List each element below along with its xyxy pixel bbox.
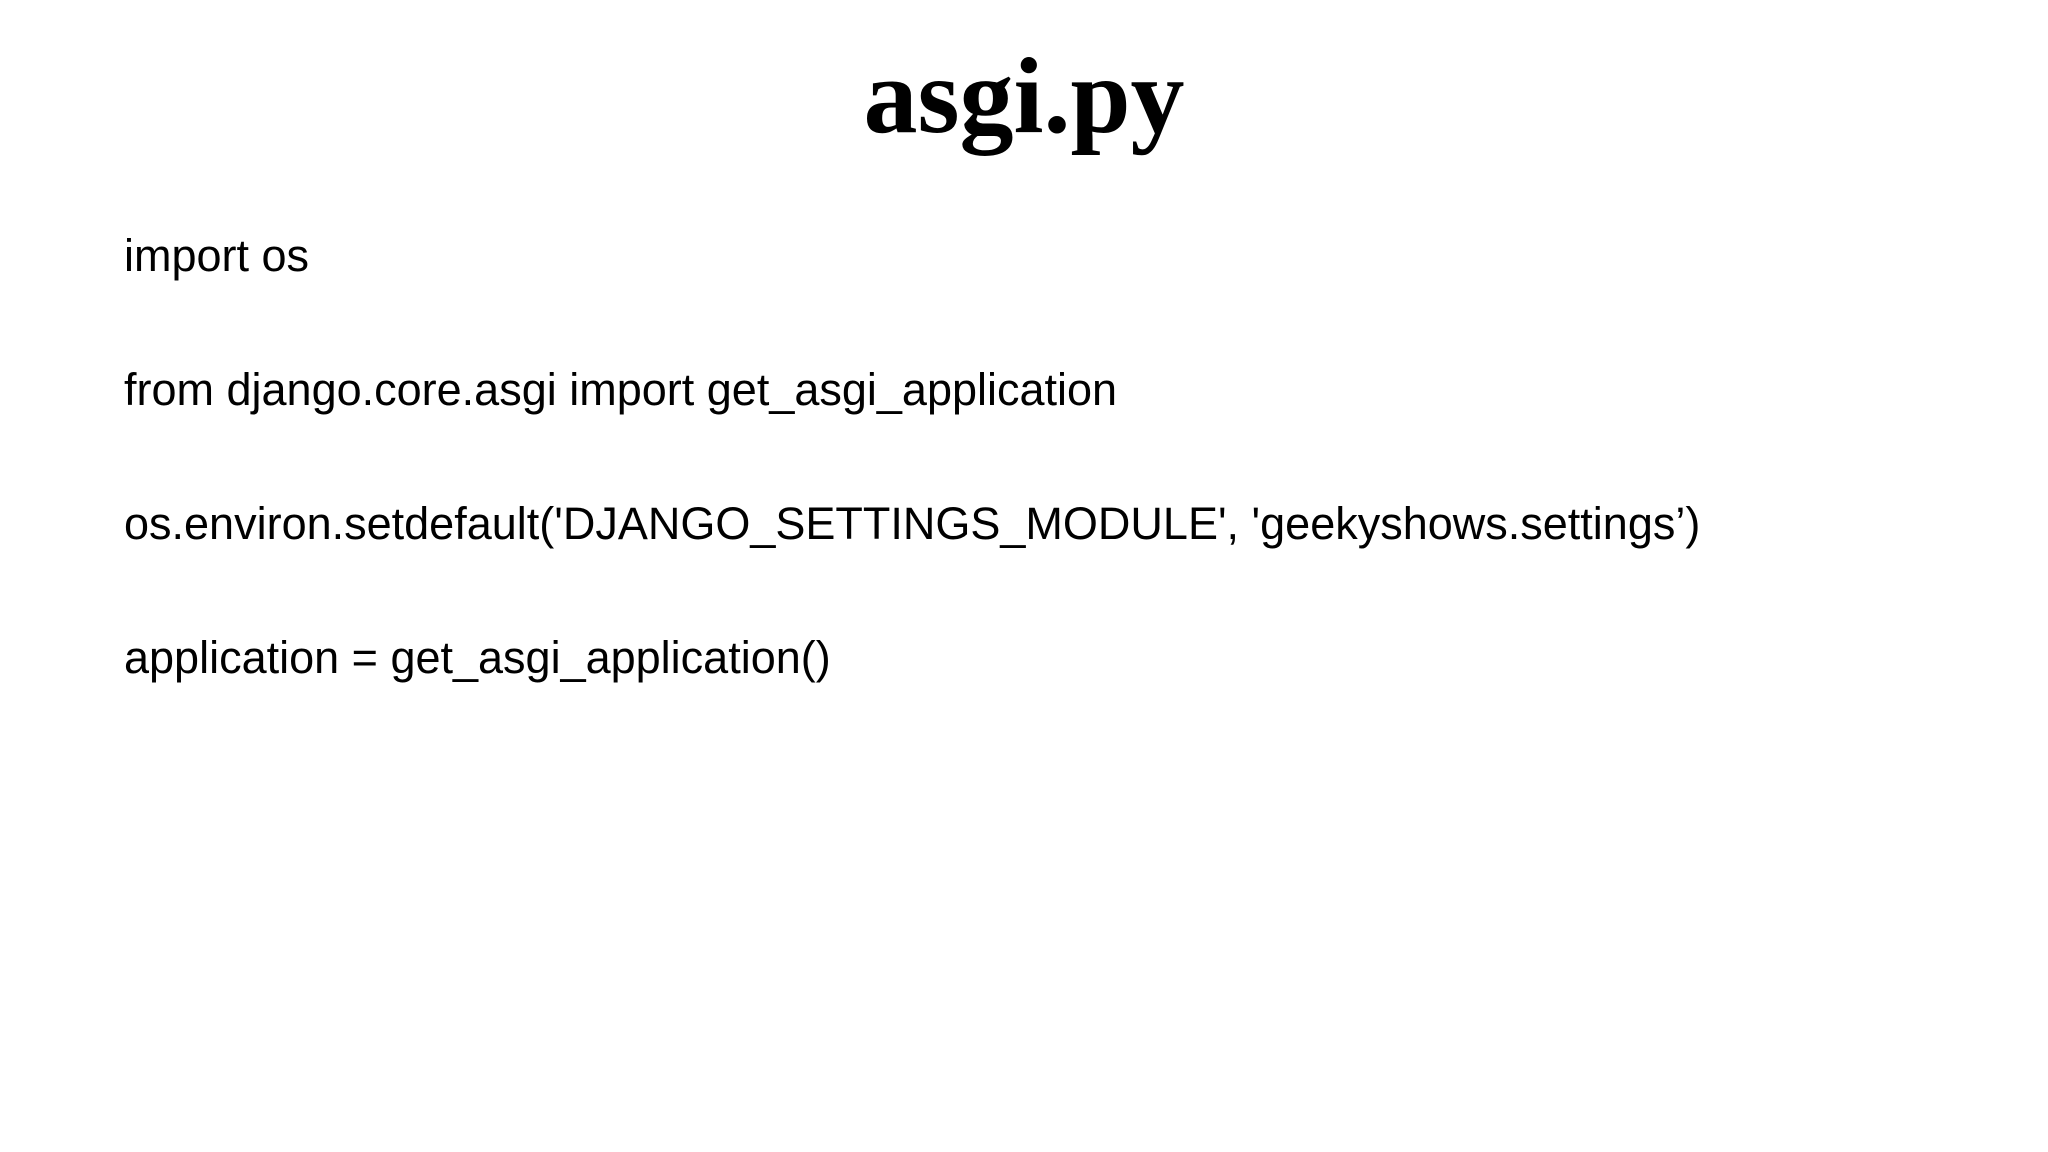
code-lines: import os from django.core.asgi import g… — [124, 228, 1700, 764]
code-line-application: application = get_asgi_application() — [124, 632, 831, 683]
code-line-import-asgi: from django.core.asgi import get_asgi_ap… — [124, 364, 1118, 415]
code-line-import-os: import os — [124, 230, 310, 281]
slide-title: asgi.py — [863, 37, 1185, 156]
code-line-setdefault: os.environ.setdefault('DJANGO_SETTINGS_M… — [124, 498, 1701, 549]
